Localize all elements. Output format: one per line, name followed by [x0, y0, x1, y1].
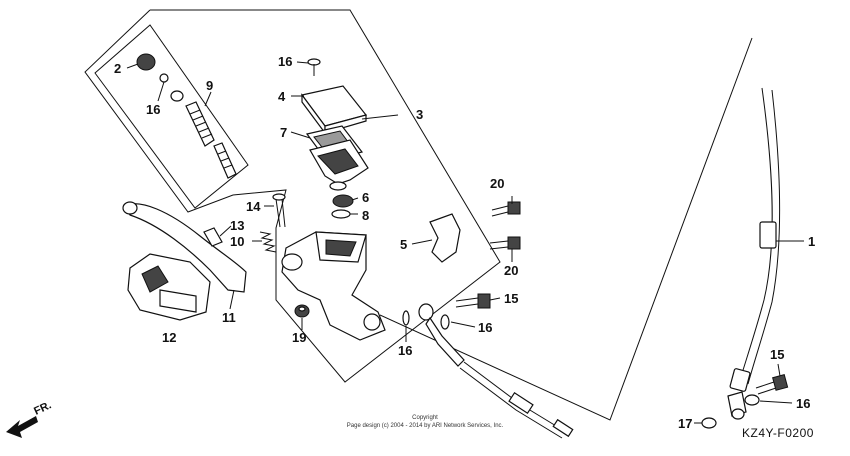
callout-18: 16 [278, 54, 292, 69]
bolt-15-upper [455, 293, 491, 309]
callout-10: 10 [230, 234, 244, 249]
snap-ring-8 [331, 209, 351, 219]
switch-housing [127, 253, 211, 321]
callout-1: 1 [808, 234, 815, 249]
reservoir-body [309, 139, 369, 191]
callout-14: 14 [246, 199, 261, 214]
washer-16-c [744, 394, 760, 406]
callout-13: 13 [230, 218, 244, 233]
washer-16-b [440, 314, 450, 330]
pivot-bolt-14 [272, 193, 286, 228]
boundary-lines [84, 9, 753, 421]
callout-20-upper: 20 [490, 176, 504, 191]
washer-16-a [402, 310, 410, 326]
boot-6 [332, 194, 354, 208]
callout-4: 4 [278, 89, 286, 104]
callout-3: 3 [416, 107, 423, 122]
bolt-20-upper [491, 201, 521, 217]
callout-12: 12 [162, 330, 176, 345]
callout-8: 8 [362, 208, 369, 223]
bolt-15-lower [755, 374, 789, 395]
callout-6: 6 [362, 190, 369, 205]
holder-5 [429, 213, 461, 263]
nut-19 [294, 304, 310, 318]
diagram-code: KZ4Y-F0200 [742, 426, 814, 440]
callout-16-b: 16 [398, 343, 412, 358]
callout-19: 19 [292, 330, 306, 345]
callout-17: 16 [146, 102, 160, 117]
brake-lever [122, 201, 247, 293]
screw-18 [307, 58, 321, 76]
callout-15-b: 15 [770, 347, 784, 362]
screw-13 [203, 227, 223, 247]
callout-15-a: 15 [504, 291, 518, 306]
copyright-line-2: Page design (c) 2004 - 2014 by ARI Netwo… [347, 423, 504, 429]
callouts: 2 16 9 16 4 7 3 6 8 14 13 10 11 12 5 20 … [114, 54, 815, 431]
copyright-line-1: Copyright [412, 415, 438, 421]
callout-16-d: 17 [678, 416, 692, 431]
callout-5: 5 [400, 237, 407, 252]
spring-10 [259, 231, 277, 253]
callout-20-lower: 20 [504, 263, 518, 278]
callout-16-a: 16 [478, 320, 492, 335]
callout-11: 11 [222, 310, 236, 325]
front-label: FR. [32, 399, 53, 417]
callout-7: 7 [280, 125, 287, 140]
washer-16-d [701, 417, 717, 429]
callout-9: 9 [206, 78, 213, 93]
bolt-20-lower [489, 236, 521, 250]
callout-2: 2 [114, 61, 121, 76]
piston-set [136, 53, 237, 179]
callout-16-c: 16 [796, 396, 810, 411]
brake-hose [727, 87, 781, 420]
hose-segment-upper [418, 303, 574, 439]
reservoir-cap [300, 85, 368, 135]
master-cylinder [281, 231, 386, 341]
front-arrow: FR. [6, 399, 53, 438]
leader-lines [126, 61, 804, 424]
